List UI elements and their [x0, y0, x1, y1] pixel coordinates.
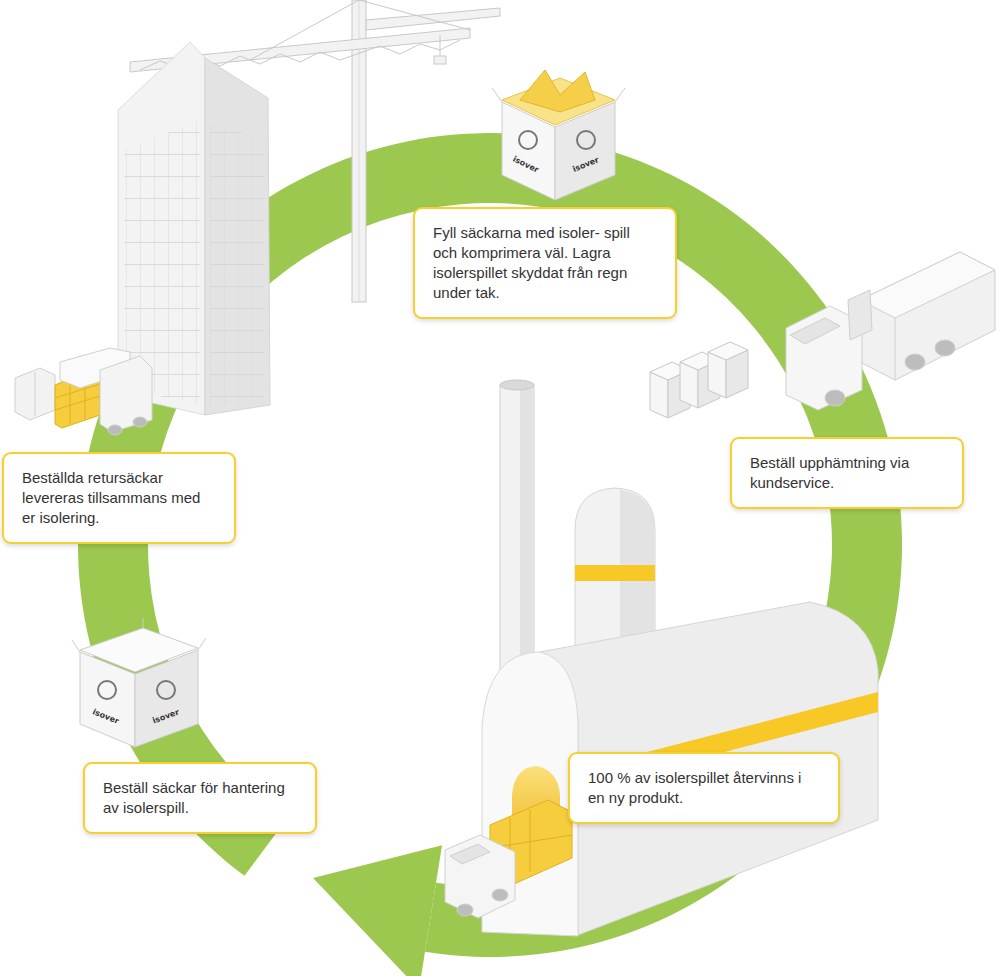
factory	[482, 602, 878, 936]
step-text: Fyll säckarna med isoler- spill och komp…	[433, 223, 657, 303]
delivery-truck	[15, 348, 152, 435]
step-text: Beställ säckar för hantering av isolersp…	[103, 778, 297, 818]
step-box: Fyll säckarna med isoler- spill och komp…	[413, 207, 677, 319]
step-box: Beställ säckar för hantering av isolersp…	[83, 762, 317, 834]
logo-text: isover	[91, 707, 120, 726]
step-box: Beställda retursäckar levereras tillsamm…	[2, 452, 236, 544]
step-text: 100 % av isolerspillet återvinns i en ny…	[588, 768, 820, 808]
step-box: Beställ upphämtning via kundservice.	[730, 437, 964, 509]
pickup-truck	[786, 252, 995, 410]
step-text: Beställ upphämtning via kundservice.	[750, 453, 944, 493]
filled-bags	[650, 342, 748, 418]
logo-text: isover	[571, 155, 600, 174]
factory-truck	[445, 800, 572, 918]
empty-bag	[72, 618, 206, 747]
logo-text: isover	[511, 154, 540, 174]
step-text: Beställda retursäckar levereras tillsamm…	[22, 468, 216, 528]
waste-bag	[492, 70, 625, 200]
logo-text: isover	[151, 708, 180, 726]
cycle-arrowhead	[313, 845, 442, 976]
step-box: 100 % av isolerspillet återvinns i en ny…	[568, 752, 840, 824]
